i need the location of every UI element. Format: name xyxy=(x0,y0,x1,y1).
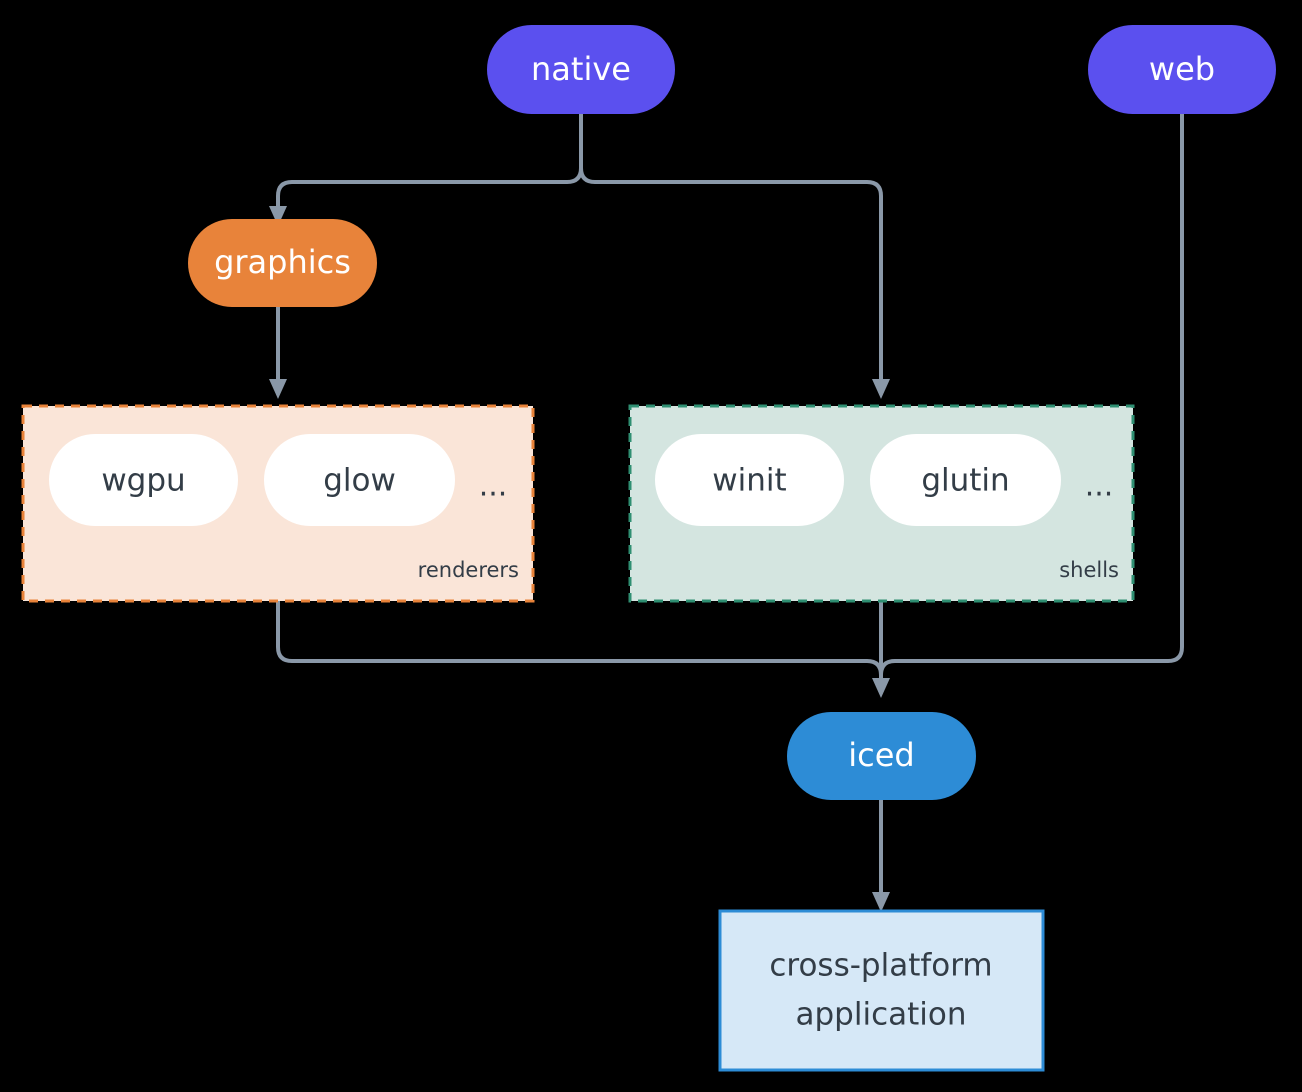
glow-pill xyxy=(264,434,455,526)
winit-pill xyxy=(655,434,844,526)
node-iced[interactable]: iced xyxy=(787,712,976,800)
iced-label: iced xyxy=(848,736,914,774)
native-label: native xyxy=(531,50,631,88)
renderers-group-label: renderers xyxy=(418,558,519,582)
node-web[interactable]: web xyxy=(1088,25,1276,114)
glow-label: glow xyxy=(323,463,396,499)
iced-pill xyxy=(787,712,976,800)
application-label-line-2: application xyxy=(796,997,967,1033)
node-glow[interactable]: glow xyxy=(264,434,455,526)
glutin-label: glutin xyxy=(921,463,1009,499)
edges-layer xyxy=(269,113,1184,912)
edge-renderers-to-iced xyxy=(276,601,883,684)
edge-native-to-graphics xyxy=(276,113,583,212)
arrowhead-native-shells xyxy=(872,379,890,399)
web-label: web xyxy=(1149,50,1215,88)
shells-overflow-ellipsis: ... xyxy=(1085,469,1114,504)
node-native[interactable]: native xyxy=(487,25,675,114)
wgpu-label: wgpu xyxy=(101,463,185,499)
graphics-pill xyxy=(188,219,377,307)
arrowhead-merge-iced xyxy=(872,678,890,698)
arrowhead-iced-application xyxy=(872,892,890,912)
node-glutin[interactable]: glutin xyxy=(870,434,1061,526)
renderers-overflow-ellipsis: ... xyxy=(479,469,508,504)
application-label-line-1: cross-platform xyxy=(769,948,992,984)
group-renderers[interactable]: wgpu glow ... renderers xyxy=(21,404,535,603)
arrowhead-native-graphics xyxy=(269,206,287,226)
shells-group-label: shells xyxy=(1059,558,1119,582)
glutin-pill xyxy=(870,434,1061,526)
node-winit[interactable]: winit xyxy=(655,434,844,526)
application-box xyxy=(718,909,1045,1072)
node-graphics[interactable]: graphics xyxy=(188,219,377,307)
wgpu-pill xyxy=(49,434,238,526)
node-cross-platform-application[interactable]: cross-platform application xyxy=(718,909,1045,1072)
edge-web-to-iced xyxy=(879,113,1184,684)
graphics-label: graphics xyxy=(214,243,351,281)
web-pill xyxy=(1088,25,1276,114)
winit-label: winit xyxy=(712,463,786,499)
arrowhead-graphics-renderers xyxy=(269,379,287,399)
native-pill xyxy=(487,25,675,114)
node-wgpu[interactable]: wgpu xyxy=(49,434,238,526)
edge-native-to-shells xyxy=(579,113,883,385)
group-shells[interactable]: winit glutin ... shells xyxy=(628,404,1135,603)
